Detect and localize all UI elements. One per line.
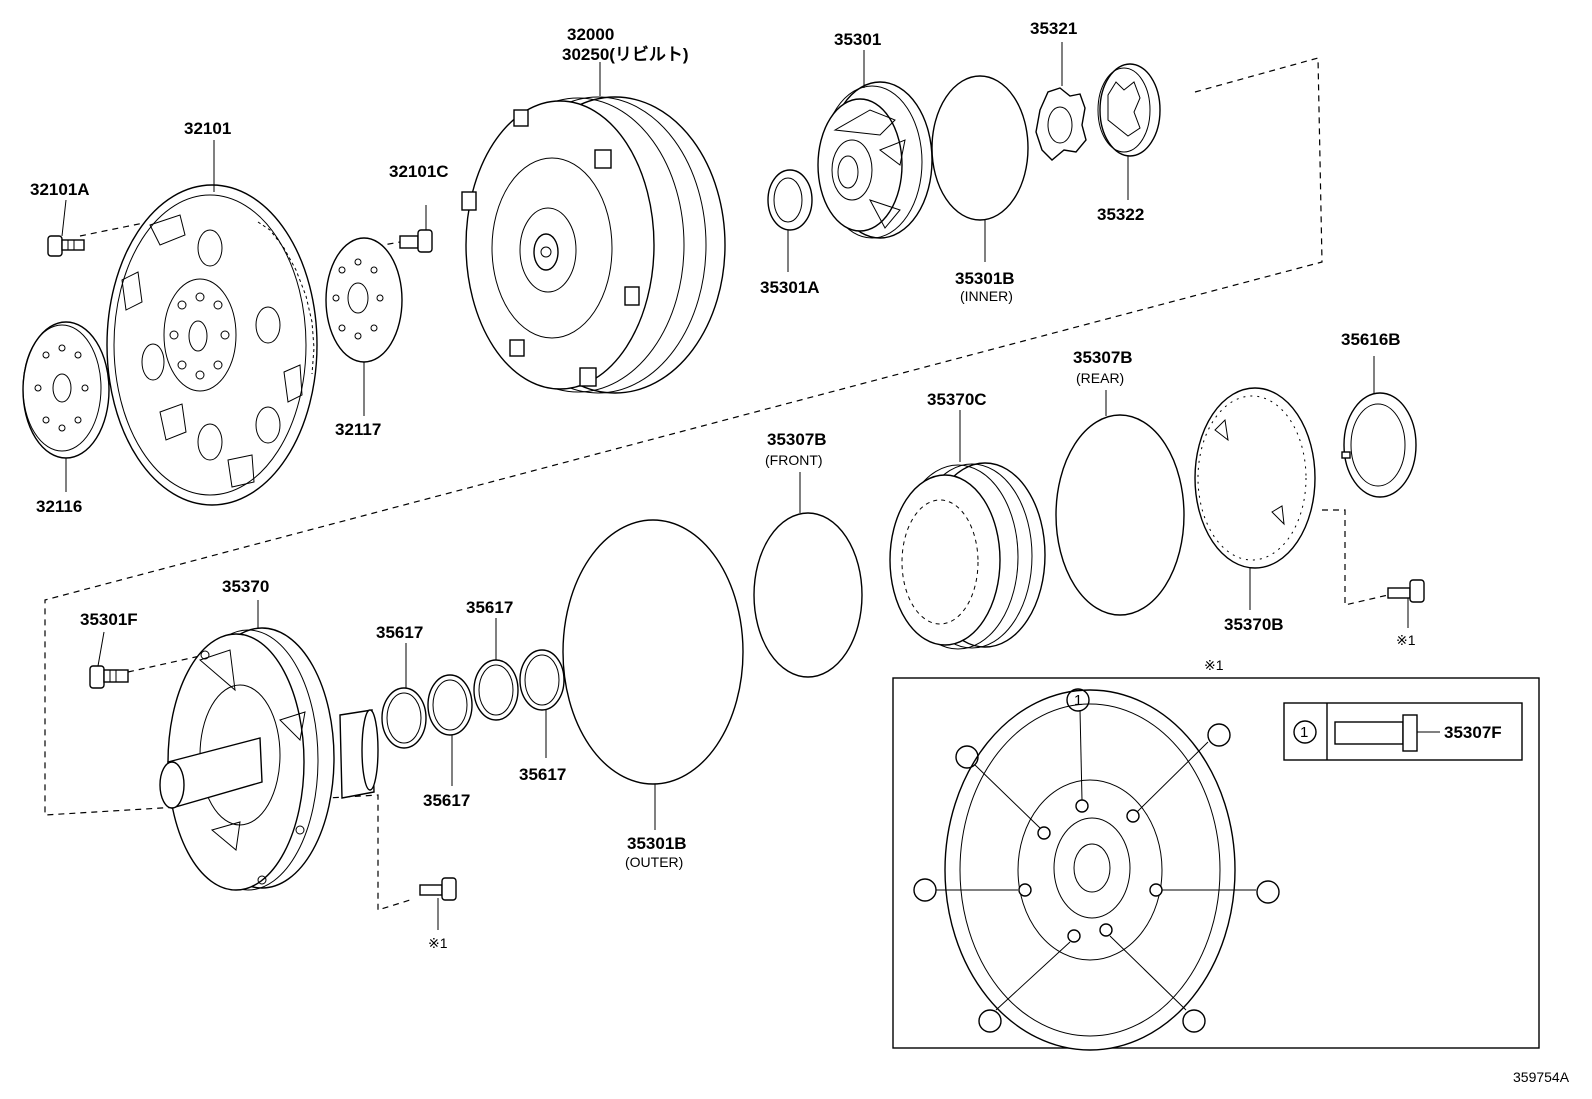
part-32101A-bolt[interactable]: [47, 199, 85, 257]
label-32101C[interactable]: 32101C: [389, 162, 449, 181]
part-35370-pump-cover[interactable]: [159, 600, 379, 891]
label-35307F[interactable]: 35307F: [1444, 723, 1502, 742]
part-labels: 32000 30250(リビルト) 35301 35321 32101 3210…: [30, 19, 1570, 1085]
label-rear: (REAR): [1076, 370, 1124, 386]
label-35617-b[interactable]: 35617: [376, 623, 423, 642]
label-35617-d[interactable]: 35617: [423, 791, 470, 810]
label-outer: (OUTER): [625, 854, 683, 870]
label-35301B-inner[interactable]: 35301B: [955, 269, 1015, 288]
label-35617-c[interactable]: 35617: [519, 765, 566, 784]
label-35617-a[interactable]: 35617: [466, 598, 513, 617]
part-32101-drive-plate[interactable]: [106, 140, 318, 506]
label-35321[interactable]: 35321: [1030, 19, 1077, 38]
ref-bolt-right[interactable]: [1387, 579, 1425, 628]
label-35301[interactable]: 35301: [834, 30, 881, 49]
part-35307B-rear-ring[interactable]: [1055, 390, 1185, 616]
part-35370C-stator-ring[interactable]: [889, 410, 1046, 650]
label-inner: (INNER): [960, 288, 1013, 304]
part-35301A-seal[interactable]: [767, 169, 813, 272]
inset-callout-number: 1: [1074, 692, 1082, 709]
ref-mark-lower: ※1: [428, 935, 448, 951]
label-35370B[interactable]: 35370B: [1224, 615, 1284, 634]
label-35370[interactable]: 35370: [222, 577, 269, 596]
label-32000[interactable]: 32000: [567, 25, 614, 44]
part-32117-plate[interactable]: [325, 237, 403, 416]
label-30250[interactable]: 30250(リビルト): [562, 45, 689, 64]
part-35301B-inner-ring[interactable]: [931, 75, 1029, 262]
label-35301F[interactable]: 35301F: [80, 610, 138, 629]
part-32000-torque-converter[interactable]: [461, 62, 726, 394]
label-35322[interactable]: 35322: [1097, 205, 1144, 224]
part-35307B-front-ring[interactable]: [753, 472, 863, 678]
label-35307B-front[interactable]: 35307B: [767, 430, 827, 449]
part-32116-plate[interactable]: [22, 321, 110, 492]
label-front: (FRONT): [765, 452, 823, 468]
part-35301F-bolt[interactable]: [89, 631, 129, 689]
part-35301B-outer-ring[interactable]: [562, 519, 744, 830]
label-35301B-outer[interactable]: 35301B: [627, 834, 687, 853]
part-32101C-bolt[interactable]: [399, 205, 433, 253]
ref-mark-inset: ※1: [1204, 657, 1224, 673]
label-32116[interactable]: 32116: [36, 497, 82, 516]
label-35307B-rear[interactable]: 35307B: [1073, 348, 1133, 367]
label-32117[interactable]: 32117: [335, 420, 381, 439]
label-35370C[interactable]: 35370C: [927, 390, 987, 409]
legend-callout-number: 1: [1300, 724, 1308, 741]
ref-bolt-lower[interactable]: [419, 877, 457, 930]
bolt-legend-box: [1283, 702, 1523, 761]
part-35370B-plate[interactable]: [1194, 387, 1316, 610]
diagram-id: 359754A: [1513, 1069, 1570, 1085]
inset-detail-box: [892, 677, 1540, 1051]
ref-mark-right: ※1: [1396, 632, 1416, 648]
label-32101[interactable]: 32101: [184, 119, 231, 138]
label-35301A[interactable]: 35301A: [760, 278, 820, 297]
label-32101A[interactable]: 32101A: [30, 180, 90, 199]
part-35617-seal-rings[interactable]: [381, 618, 565, 786]
part-35301-pump-body[interactable]: [817, 50, 933, 239]
part-35322-driven-gear[interactable]: [1097, 63, 1161, 200]
label-35616B[interactable]: 35616B: [1341, 330, 1401, 349]
part-35321-drive-gear[interactable]: [1035, 42, 1087, 161]
part-35616B-washer[interactable]: [1341, 356, 1417, 498]
